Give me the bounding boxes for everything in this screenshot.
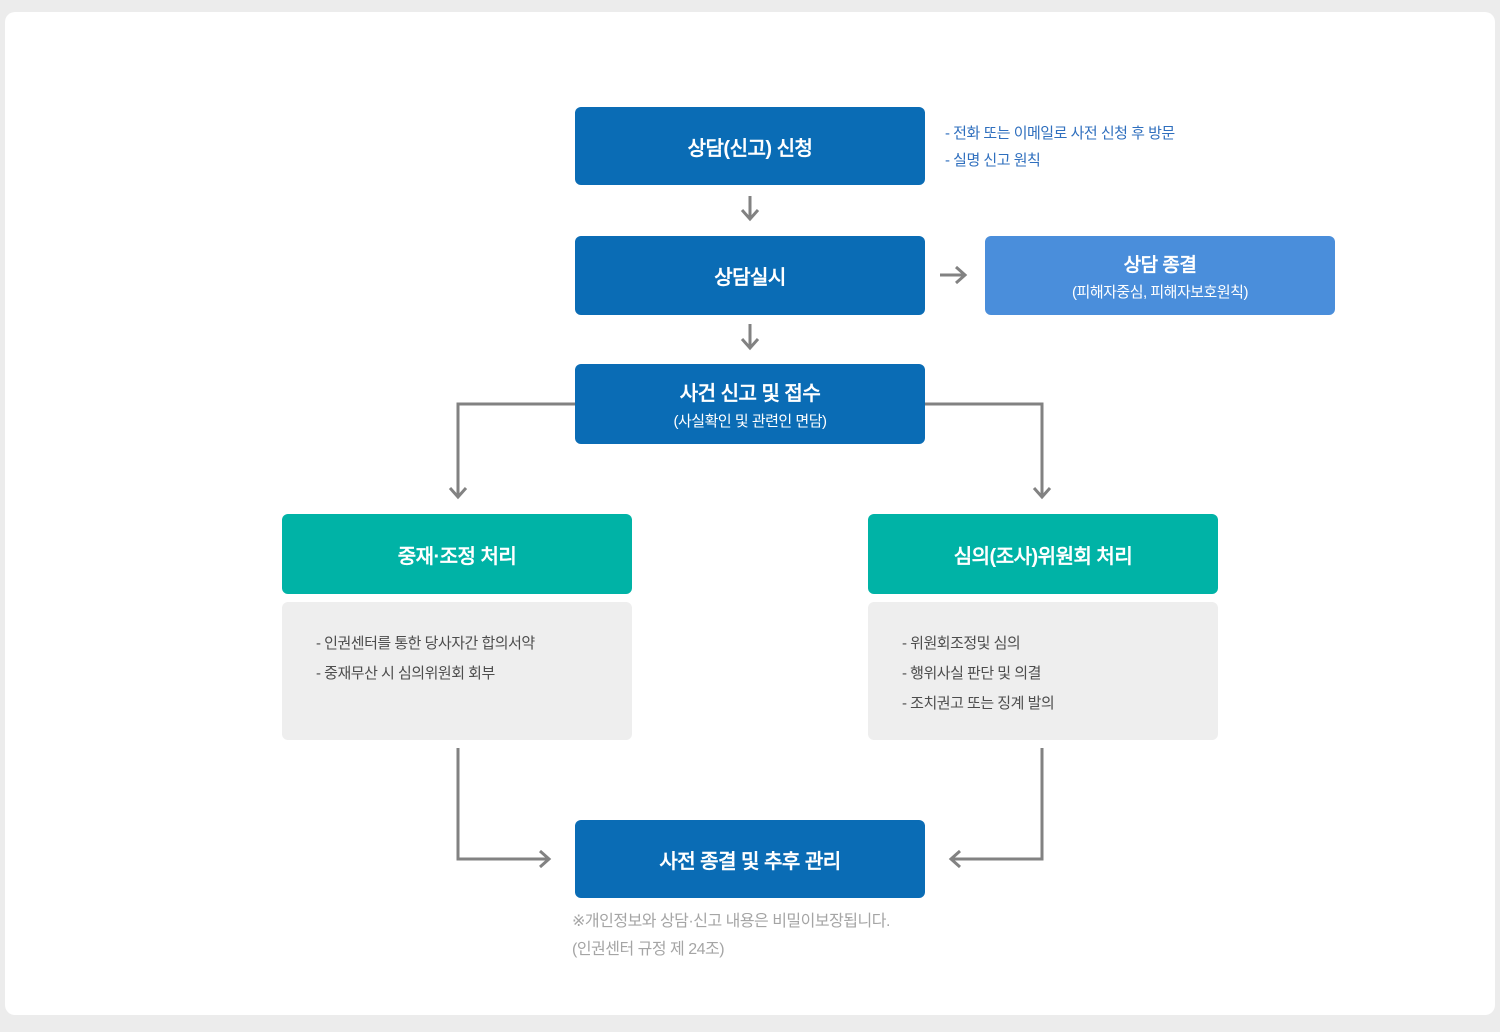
step-consult-box: 상담실시: [575, 236, 925, 315]
apply-note-line: - 전화 또는 이메일로 사전 신청 후 방문: [945, 125, 1175, 142]
footnote-line: (인권센터 규정 제 24조): [572, 941, 725, 958]
merge-committee-to-closure-icon: [948, 748, 1044, 869]
step-consult-end-box: 상담 종결 (피해자중심, 피해자보호원칙): [985, 236, 1335, 315]
apply-notes: - 전화 또는 이메일로 사전 신청 후 방문 - 실명 신고 원칙: [945, 120, 1175, 174]
step-apply-label: 상담(신고) 신청: [687, 137, 813, 160]
committee-detail-line: - 행위사실 판단 및 의결: [902, 665, 1041, 682]
step-committee-label: 심의(조사)위원회 처리: [953, 545, 1133, 568]
step-apply-box: 상담(신고) 신청: [575, 107, 925, 185]
arrow-consult-to-end-icon: [940, 265, 968, 285]
step-consult-label: 상담실시: [714, 267, 786, 289]
committee-detail-line: - 조치권고 또는 징계 발의: [902, 695, 1055, 712]
step-mediation-box: 중재·조정 처리: [282, 514, 632, 594]
merge-mediation-to-closure-icon: [456, 748, 552, 869]
branch-report-to-committee-icon: [925, 402, 1052, 500]
step-mediation-label: 중재·조정 처리: [397, 545, 517, 568]
step-closure-box: 사전 종결 및 추후 관리: [575, 820, 925, 898]
committee-detail-line: - 위원회조정및 심의: [902, 635, 1021, 652]
step-committee-box: 심의(조사)위원회 처리: [868, 514, 1218, 594]
step-consult-end-sublabel: (피해자중심, 피해자보호원칙): [1072, 283, 1248, 301]
step-closure-label: 사전 종결 및 추후 관리: [659, 850, 841, 873]
branch-report-to-mediation-icon: [448, 402, 575, 500]
mediation-detail-line: - 중재무산 시 심의위원회 회부: [316, 665, 495, 682]
apply-note-line: - 실명 신고 원칙: [945, 152, 1041, 169]
mediation-detail-line: - 인권센터를 통한 당사자간 합의서약: [316, 635, 535, 652]
step-report-sublabel: (사실확인 및 관련인 면담): [673, 413, 828, 430]
arrow-consult-to-report-icon: [740, 324, 760, 351]
confidentiality-footnote: ※개인정보와 상담·신고 내용은 비밀이보장됩니다. (인권센터 규정 제 24…: [572, 908, 890, 964]
footnote-line: ※개인정보와 상담·신고 내용은 비밀이보장됩니다.: [572, 913, 890, 930]
step-consult-end-label: 상담 종결: [1123, 254, 1197, 276]
step-report-label: 사건 신고 및 접수: [679, 383, 821, 405]
mediation-details-box: - 인권센터를 통한 당사자간 합의서약 - 중재무산 시 심의위원회 회부: [282, 602, 632, 740]
committee-details-box: - 위원회조정및 심의 - 행위사실 판단 및 의결 - 조치권고 또는 징계 …: [868, 602, 1218, 740]
step-report-box: 사건 신고 및 접수 (사실확인 및 관련인 면담): [575, 364, 925, 444]
arrow-apply-to-consult-icon: [740, 196, 760, 222]
